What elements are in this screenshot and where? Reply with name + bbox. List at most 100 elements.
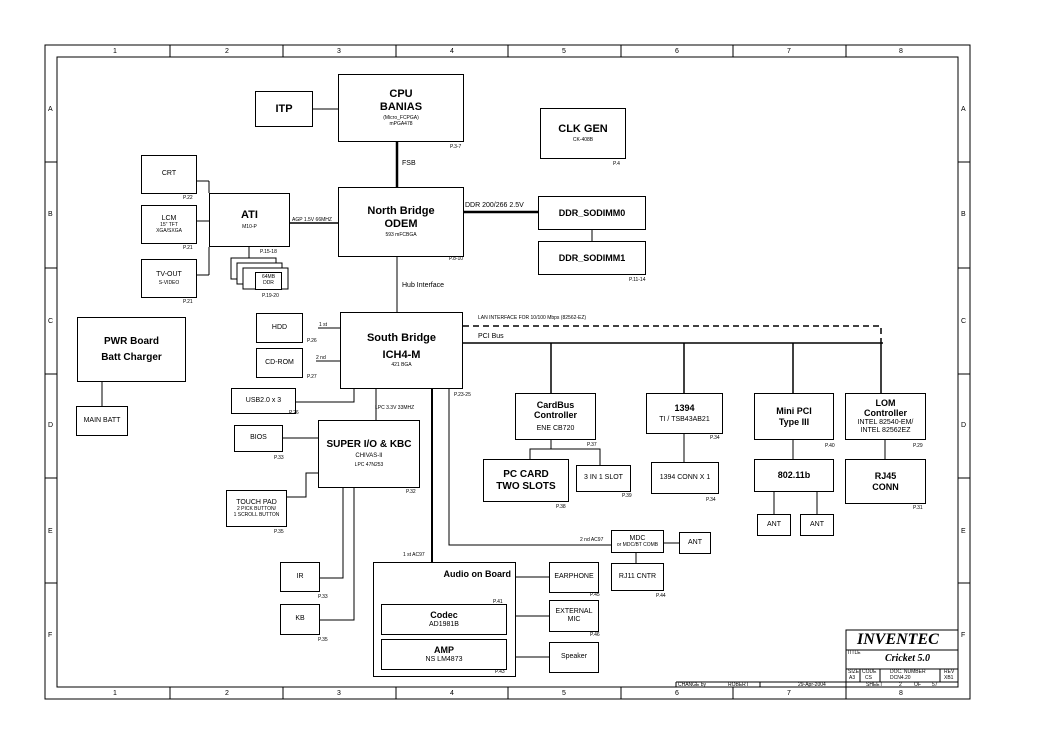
cpu-socket: mPGA478 <box>389 121 413 128</box>
speaker-title: Speaker <box>560 653 588 661</box>
mdc-sub: or MDC/BT COMB <box>616 541 659 548</box>
batt-charger-title: Batt Charger <box>101 352 162 363</box>
pwr-board-title: PWR Board <box>104 335 159 347</box>
codec-part: AD1981B <box>429 620 459 628</box>
ieee1394-part: TI / TSB43AB21 <box>659 416 710 424</box>
cardbus-part: ENE CB720 <box>536 424 575 432</box>
crt-page-ref: P.22 <box>183 195 193 201</box>
lcm-page-ref: P.21 <box>183 245 193 251</box>
lcm-resolution: XGA/SXGA <box>156 227 182 234</box>
conn1394-title: 1394 CONN X 1 <box>659 473 711 481</box>
column-label: 7 <box>787 690 791 697</box>
cardbus-title: CardBus <box>536 400 575 411</box>
three-in-one-slot-block: 3 IN 1 SLOT <box>576 465 631 492</box>
column-label: 1 <box>113 48 117 55</box>
minipci-title: Mini PCI <box>776 406 812 417</box>
border-dividers <box>45 45 970 699</box>
southbridge-title: South Bridge <box>366 331 437 344</box>
fsb-label: FSB <box>402 160 416 167</box>
pwr-board-block: PWR Board Batt Charger <box>77 317 186 382</box>
antenna-label: ANT <box>810 520 824 528</box>
hdd-page-ref: P.26 <box>307 338 317 344</box>
ieee1394-page-ref: P.34 <box>710 435 720 441</box>
rj11-title: RJ11 CNTR <box>618 572 657 580</box>
column-label: 4 <box>450 690 454 697</box>
minipci-page-ref: P.40 <box>825 443 835 449</box>
clkgen-title: CLK GEN <box>558 122 608 135</box>
column-label: 1 <box>113 690 117 697</box>
row-label: C <box>48 318 54 325</box>
row-label: C <box>961 318 967 325</box>
rj11-page-ref: P.44 <box>656 593 666 599</box>
cdrom-title: CD-ROM <box>265 358 294 366</box>
touchpad-scroll: 1 SCROLL BUTTON <box>233 511 280 518</box>
row-label: A <box>961 106 966 113</box>
main-batt-title: MAIN BATT <box>83 416 121 424</box>
row-label: F <box>48 632 53 639</box>
wlan-antenna-2: ANT <box>800 514 834 536</box>
lom-page-ref: P.29 <box>913 443 923 449</box>
hub-interface-label: Hub Interface <box>402 282 445 289</box>
hdd-block: HDD <box>256 313 303 343</box>
ac97-second-label: 2 nd AC97 <box>580 537 604 543</box>
date-value: 29-Apr-2004 <box>798 682 826 688</box>
ati-part: M10-P <box>242 223 257 230</box>
column-label: 5 <box>562 48 566 55</box>
amp-block: AMP NS LM4873 <box>381 639 507 670</box>
lom-controller: Controller <box>863 408 907 419</box>
antenna-label: ANT <box>767 520 781 528</box>
of-field-label: OF <box>914 682 921 688</box>
pci-bus-label: PCI Bus <box>478 333 504 340</box>
clkgen-part: CK-408B <box>572 137 594 144</box>
superio-title: SUPER I/O & KBC <box>326 438 412 450</box>
lom-part-2: INTEL 82562EZ <box>860 426 911 434</box>
cpu-block: CPU BANIAS (Micro_FCPGA) mPGA478 <box>338 74 464 142</box>
bus-lines <box>101 108 886 658</box>
code-field-label: CODE <box>862 669 877 675</box>
superio-name: CHIVAS-II <box>355 453 383 460</box>
audio-page-ref: P.41 <box>493 599 503 605</box>
tvout-page-ref: P.21 <box>183 299 193 305</box>
usb-page-ref: P.26 <box>289 410 299 416</box>
vram-size: 64MB <box>261 274 276 281</box>
vram-page-ref: P.19-20 <box>262 293 279 299</box>
cardbus-controller: Controller <box>533 410 577 421</box>
lom-part-1: INTEL 82540-EM/ <box>857 418 914 426</box>
company-name: INVENTEC <box>857 631 939 648</box>
conn1394-page-ref: P.34 <box>706 497 716 503</box>
agp-bus-label: AGP 1.5V 66MHZ <box>292 217 332 223</box>
southbridge-block: South Bridge ICH4-M 421 BGA <box>340 312 463 389</box>
itp-label: ITP <box>275 102 293 115</box>
external-mic-sub: MIC <box>567 616 581 623</box>
project-title: Cricket 5.0 <box>885 653 930 664</box>
column-label: 2 <box>225 48 229 55</box>
tvout-title: TV-OUT <box>156 270 182 278</box>
ddr-sodimm0-block: DDR_SODIMM0 <box>538 196 646 230</box>
earphone-block: EARPHONE <box>549 562 599 593</box>
crt-block: CRT <box>141 155 197 194</box>
external-mic-block: EXTERNAL MIC <box>549 600 599 632</box>
changed-by-label: CHANGE by <box>678 682 707 688</box>
kb-page-ref: P.35 <box>318 637 328 643</box>
northbridge-name: ODEM <box>384 218 418 231</box>
ac97-first-label: 1 st AC97 <box>403 552 425 558</box>
row-label: D <box>961 422 967 429</box>
of-value: 57 <box>932 682 938 688</box>
row-label: B <box>961 211 966 218</box>
codec-block: Codec AD1981B <box>381 604 507 635</box>
mdc-antenna-label: ANT <box>688 538 702 546</box>
audio-title: Audio on Board <box>443 569 512 579</box>
ati-page-ref: P.15-18 <box>260 249 277 255</box>
cpu-title: CPU <box>389 88 413 101</box>
ddr-bus-label: DDR 200/266 2.5V <box>465 202 524 209</box>
kb-block: KB <box>280 604 320 635</box>
ir-title: IR <box>296 572 304 580</box>
bios-title: BIOS <box>250 434 267 442</box>
amp-page-ref: P.43 <box>495 669 505 675</box>
column-label: 8 <box>899 48 903 55</box>
column-label: 8 <box>899 690 903 697</box>
earphone-page-ref: P.45 <box>590 592 600 598</box>
superio-block: SUPER I/O & KBC CHIVAS-II LPC 47N253 <box>318 420 420 488</box>
column-label: 2 <box>225 690 229 697</box>
